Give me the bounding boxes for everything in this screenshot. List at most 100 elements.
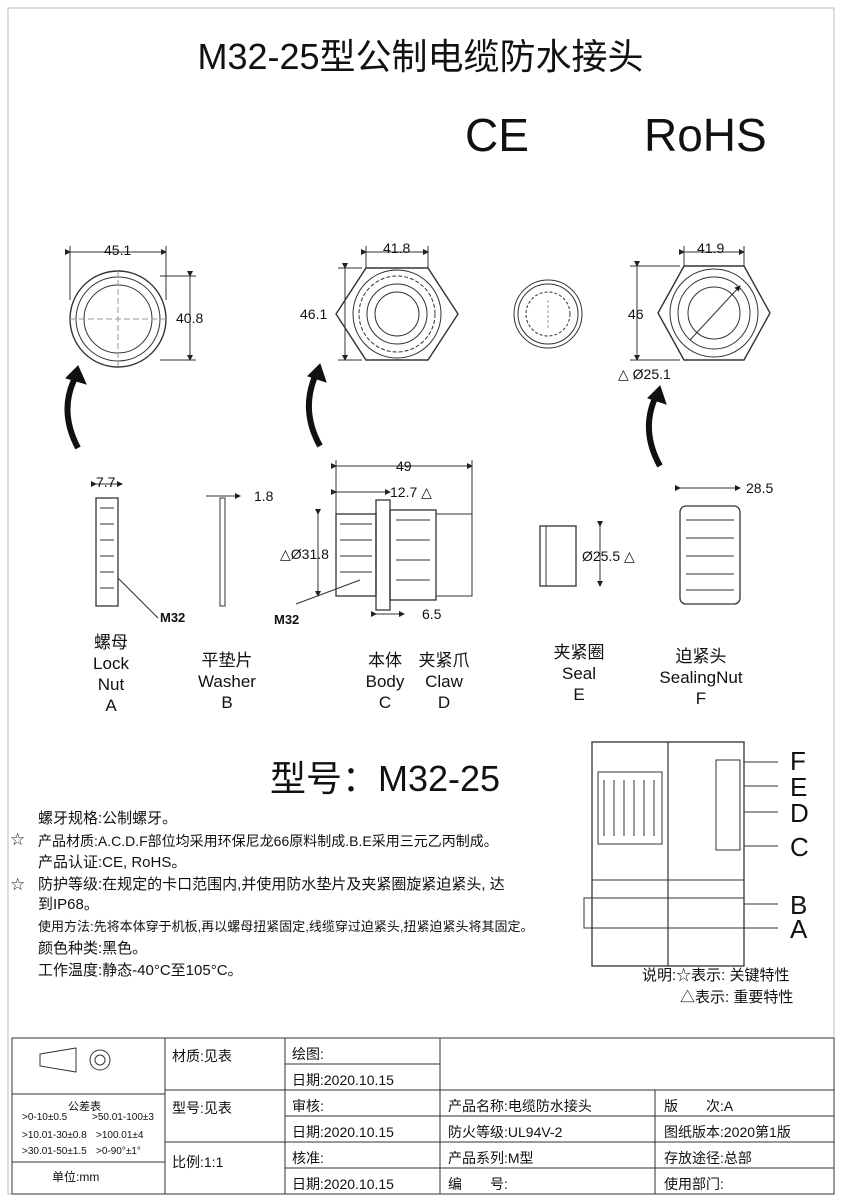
spec-temperature: 工作温度:静态-40°C至105°C。 bbox=[38, 962, 243, 979]
section-letter-e: E bbox=[790, 772, 808, 802]
part-label-claw: 夹紧爪 Claw D bbox=[389, 650, 499, 713]
part-code: F bbox=[695, 689, 707, 708]
tb-date1: 日期:2020.10.15 bbox=[292, 1072, 394, 1088]
tb-drawing-version: 图纸版本:2020第1版 bbox=[664, 1124, 791, 1140]
dim-sealing-nut-width: 41.9 bbox=[697, 240, 725, 256]
tb-storage: 存放途径:总部 bbox=[664, 1150, 752, 1166]
lock-nut-front-view bbox=[65, 246, 196, 368]
tb-date2: 日期:2020.10.15 bbox=[292, 1124, 394, 1140]
model-number: 型号：M32-25 bbox=[270, 758, 501, 799]
tb-scale: 比例:1:1 bbox=[172, 1154, 224, 1170]
tb-fire-rating: 防火等级:UL94V-2 bbox=[448, 1124, 563, 1140]
section-letter-d: D bbox=[790, 798, 809, 828]
section-letter-c: C bbox=[790, 832, 809, 862]
unit-label: 单位:mm bbox=[52, 1170, 100, 1184]
tolerance-entry: >30.01-50±1.5 bbox=[22, 1146, 87, 1157]
section-letter-b: B bbox=[790, 890, 808, 920]
assembly-arrow-f bbox=[645, 394, 663, 468]
tb-material: 材质:见表 bbox=[172, 1048, 232, 1064]
part-en: Lock bbox=[93, 654, 129, 673]
part-code: B bbox=[221, 693, 233, 712]
washer-side-view bbox=[206, 493, 241, 607]
thread-label-body: M32 bbox=[274, 612, 300, 627]
key-feature-star: ☆ bbox=[10, 830, 26, 849]
part-en: Nut bbox=[97, 675, 125, 694]
assembly-section-view bbox=[583, 741, 778, 967]
dim-lock-nut-thickness: 7.7 bbox=[96, 474, 116, 490]
seal-front-view bbox=[513, 279, 583, 349]
dim-lock-nut-height: 40.8 bbox=[176, 310, 204, 326]
dim-washer-thickness: 1.8 bbox=[254, 488, 274, 504]
dim-body-width: 41.8 bbox=[383, 240, 411, 256]
sealing-nut-front-view bbox=[630, 246, 771, 361]
lock-nut-side-view bbox=[91, 481, 159, 619]
tolerance-title: 公差表 bbox=[68, 1101, 101, 1113]
tolerance-entry: >0-10±0.5 bbox=[22, 1112, 68, 1123]
dim-seal-diameter: Ø25.5 △ bbox=[582, 548, 635, 564]
dim-body-thread-length: 12.7 △ bbox=[390, 484, 432, 500]
part-en: Body bbox=[365, 672, 405, 691]
legend-important-feature: △表示: 重要特性 bbox=[680, 989, 794, 1006]
dim-body-hex: 6.5 bbox=[422, 606, 442, 622]
tb-review: 审核: bbox=[292, 1098, 324, 1114]
title-block-grid bbox=[11, 1037, 835, 1195]
tb-dept: 使用部门: bbox=[664, 1176, 724, 1192]
spec-color: 颜色种类:黑色。 bbox=[38, 940, 148, 957]
tb-version: 版 次:A bbox=[664, 1098, 734, 1114]
part-en: SealingNut bbox=[659, 668, 743, 687]
part-label-lock-nut: 螺母 Lock Nut A bbox=[56, 632, 166, 716]
dim-body-diameter: △Ø31.8 bbox=[280, 546, 329, 562]
part-code: A bbox=[105, 696, 117, 715]
part-en: Washer bbox=[198, 672, 256, 691]
part-label-sealing-nut: 迫紧头 SealingNut F bbox=[646, 646, 756, 709]
dim-lock-nut-width: 45.1 bbox=[104, 242, 132, 258]
part-en: Seal bbox=[561, 664, 597, 683]
dim-body-length: 49 bbox=[396, 458, 412, 474]
tolerance-entry: >0-90°±1° bbox=[96, 1146, 141, 1157]
tb-drawn: 绘图: bbox=[292, 1046, 324, 1062]
part-cn: 夹紧圈 bbox=[553, 643, 605, 662]
body-front-view bbox=[335, 246, 459, 361]
dim-sealing-nut-height: 46 bbox=[628, 306, 644, 322]
part-code: E bbox=[573, 685, 585, 704]
tb-date3: 日期:2020.10.15 bbox=[292, 1176, 394, 1192]
spec-cert: 产品认证:CE, RoHS。 bbox=[38, 854, 187, 871]
thread-label-lock-nut: M32 bbox=[160, 610, 186, 625]
page-title: M32-25型公制电缆防水接头 bbox=[197, 36, 644, 77]
ce-mark: CE bbox=[465, 109, 529, 161]
seal-side-view bbox=[539, 521, 603, 587]
assembly-arrow-c bbox=[305, 372, 323, 448]
part-label-washer: 平垫片 Washer B bbox=[172, 650, 282, 713]
tb-model: 型号:见表 bbox=[172, 1100, 232, 1116]
tb-series: 产品系列:M型 bbox=[448, 1150, 534, 1166]
tb-product-name: 产品名称:电缆防水接头 bbox=[448, 1098, 592, 1114]
part-label-body: 本体 Body C bbox=[330, 650, 440, 713]
dim-sealing-nut-bore: △ Ø25.1 bbox=[618, 366, 671, 382]
part-cn: 螺母 bbox=[94, 633, 128, 652]
spec-usage: 使用方法:先将本体穿于机板,再以螺母扭紧固定,线缆穿过迫紧头,扭紧迫紧头将其固定… bbox=[38, 919, 534, 934]
rohs-mark: RoHS bbox=[644, 109, 767, 161]
spec-protection-cont: 到IP68。 bbox=[38, 896, 99, 913]
tb-number: 编 号: bbox=[448, 1176, 508, 1192]
tb-approve: 核准: bbox=[292, 1150, 324, 1166]
spec-material: 产品材质:A.C.D.F部位均采用环保尼龙66原料制成.B.E采用三元乙丙制成。 bbox=[38, 833, 498, 849]
dim-sealing-nut-length: 28.5 bbox=[746, 480, 774, 496]
part-en: Claw bbox=[425, 672, 463, 691]
spec-thread: 螺牙规格:公制螺牙。 bbox=[38, 810, 178, 827]
tolerance-entry: >50.01-100±3 bbox=[92, 1112, 154, 1123]
sealing-nut-side-view bbox=[675, 485, 741, 605]
assembly-arrow-a bbox=[64, 374, 81, 450]
legend-key-feature: 说明:☆表示: 关键特性 bbox=[642, 967, 790, 984]
body-side-view bbox=[295, 460, 473, 617]
section-letter-f: F bbox=[790, 746, 806, 776]
part-cn: 夹紧爪 bbox=[418, 651, 470, 670]
key-feature-star: ☆ bbox=[10, 875, 26, 894]
part-code: D bbox=[437, 693, 451, 712]
spec-protection: 防护等级:在规定的卡口范围内,并使用防水垫片及夹紧圈旋紧迫紧头, 达 bbox=[38, 876, 505, 893]
part-cn: 平垫片 bbox=[201, 651, 253, 670]
dim-body-height: 46.1 bbox=[300, 306, 328, 322]
part-label-seal: 夹紧圈 Seal E bbox=[524, 642, 634, 705]
part-cn: 迫紧头 bbox=[675, 647, 727, 666]
tolerance-entry: >10.01-30±0.8 bbox=[22, 1130, 87, 1141]
